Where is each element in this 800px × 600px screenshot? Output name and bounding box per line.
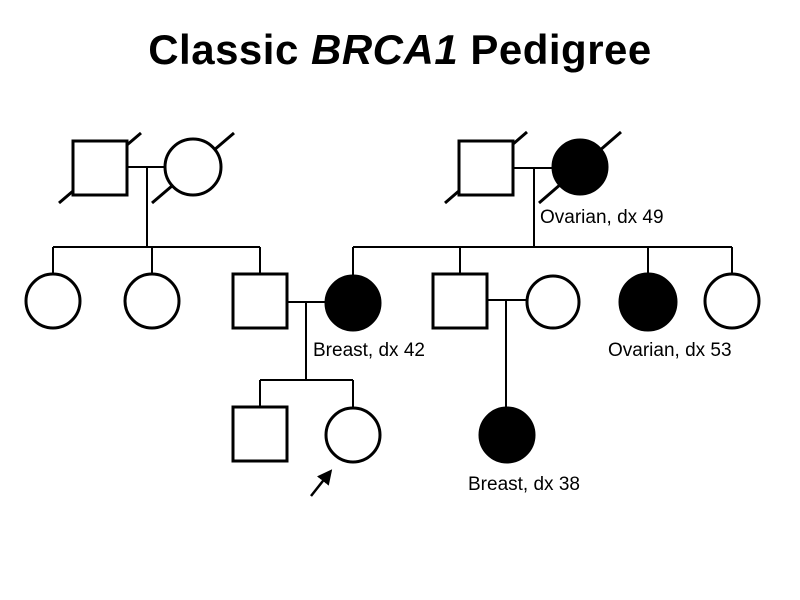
individual-I-2-female-deceased xyxy=(163,137,223,197)
title-prefix: Classic xyxy=(148,26,311,73)
individual-II-8-female xyxy=(703,272,761,330)
individual-II-5-male xyxy=(431,272,489,330)
diagnosis-label-II-7: Ovarian, dx 53 xyxy=(608,340,732,361)
individuals-layer: Ovarian, dx 49 Breast, dx 42 Ovarian, dx 5… xyxy=(24,137,761,495)
diagnosis-label-II-4: Breast, dx 42 xyxy=(313,340,425,361)
individual-II-1-female xyxy=(24,272,82,330)
individual-I-1-male-deceased xyxy=(71,139,129,197)
individual-II-6-female xyxy=(525,274,581,330)
individual-III-3-female-affected xyxy=(478,406,536,464)
individual-I-4-female-affected-deceased xyxy=(551,138,609,196)
individual-II-3-male xyxy=(231,272,289,330)
diagnosis-label-I-4: Ovarian, dx 49 xyxy=(540,207,664,228)
individual-II-7-female-affected xyxy=(618,272,678,332)
individual-II-4-female-affected xyxy=(324,274,382,332)
page-title: Classic BRCA1 Pedigree xyxy=(0,26,800,74)
individual-I-3-male-deceased xyxy=(457,139,515,197)
diagnosis-label-III-3: Breast, dx 38 xyxy=(468,474,580,495)
title-suffix: Pedigree xyxy=(458,26,652,73)
individual-III-1-male xyxy=(231,405,289,463)
lines-layer xyxy=(52,130,733,409)
individual-II-2-female xyxy=(123,272,181,330)
title-gene: BRCA1 xyxy=(311,26,459,73)
individual-III-2-female-proband xyxy=(324,406,382,464)
proband-arrow-icon xyxy=(310,469,333,497)
annotations-layer xyxy=(310,469,333,497)
